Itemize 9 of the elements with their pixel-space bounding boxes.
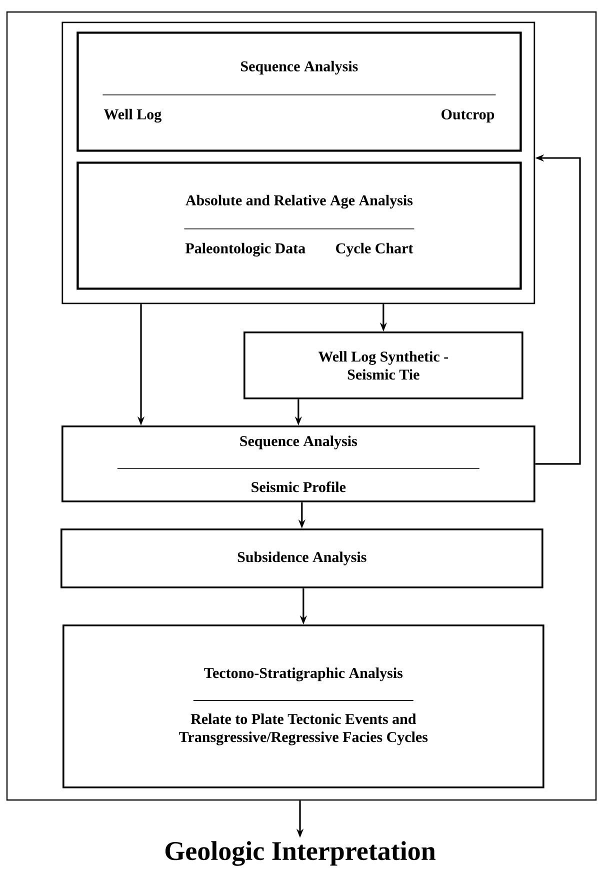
process-box: Subsidence Analysis	[60, 528, 544, 588]
group-frame	[62, 22, 536, 304]
process-box: Sequence Analysis Seismic Profile	[62, 426, 536, 502]
group-frame	[6, 11, 597, 801]
process-box: Well Log Synthetic - Seismic Tie	[244, 332, 524, 400]
result-text: Geologic Interpretation	[165, 841, 436, 866]
process-box: Tectono-Stratigraphic Analysis Relate to Plate Tectonic Events and Transgressive/Regressive Facies Cycles	[62, 624, 544, 788]
process-box: Absolute and Relative Age Analysis Paleontologic Data Cycle Chart	[76, 162, 522, 290]
process-box: Sequence Analysis Well Log Outcrop	[76, 32, 522, 152]
